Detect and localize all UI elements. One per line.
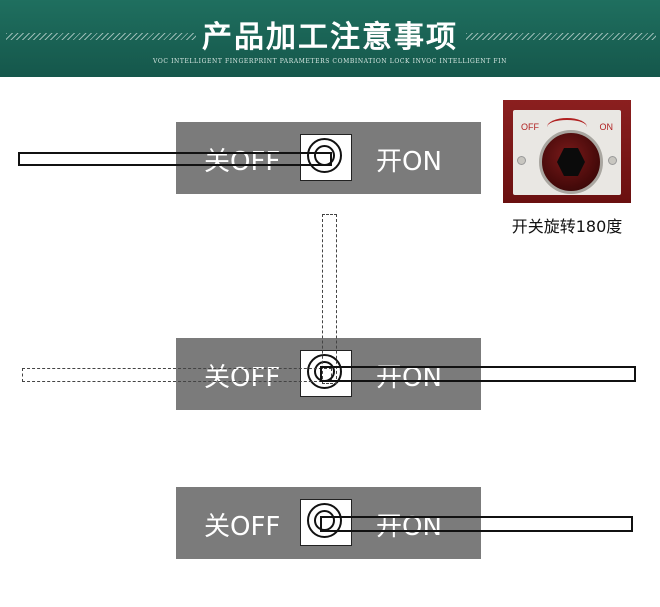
hex-socket-icon xyxy=(557,148,585,176)
rotary-knob-icon xyxy=(539,130,603,194)
screw-icon xyxy=(517,156,526,165)
banner-hatch-right xyxy=(466,33,656,40)
handle-bar-on xyxy=(320,366,636,382)
switch-panel-1: 关OFF 开ON xyxy=(176,122,481,194)
banner-hatch-left xyxy=(6,33,196,40)
knob-ring-icon xyxy=(307,503,342,538)
handle-bar-on xyxy=(320,516,633,532)
knob-ring-icon xyxy=(307,354,342,389)
banner-subtitle: VOC INTELLIGENT FINGERPRINT PARAMETERS C… xyxy=(153,58,507,65)
screw-icon xyxy=(608,156,617,165)
handle-bar-left-dashed xyxy=(22,368,332,382)
on-label: 开ON xyxy=(376,147,442,177)
handle-bar-off xyxy=(18,152,332,166)
switch-knob xyxy=(300,499,352,546)
plate-off-label: OFF xyxy=(521,122,539,132)
photo-caption: 开关旋转180度 xyxy=(511,217,623,236)
switch-plate: OFF ON xyxy=(513,110,621,195)
on-label: 开ON xyxy=(376,363,442,393)
plate-on-label: ON xyxy=(599,122,614,132)
switch-knob xyxy=(300,134,352,181)
switch-photo: OFF ON xyxy=(503,100,631,203)
off-label: 关OFF xyxy=(204,512,281,542)
switch-knob xyxy=(300,350,352,397)
knob-ring-icon xyxy=(307,138,342,173)
rotation-arc-icon xyxy=(547,118,587,136)
handle-bar-vertical-dashed xyxy=(322,214,337,384)
header-banner: 产品加工注意事项 VOC INTELLIGENT FINGERPRINT PAR… xyxy=(0,0,660,77)
banner-title: 产品加工注意事项 xyxy=(202,20,458,55)
